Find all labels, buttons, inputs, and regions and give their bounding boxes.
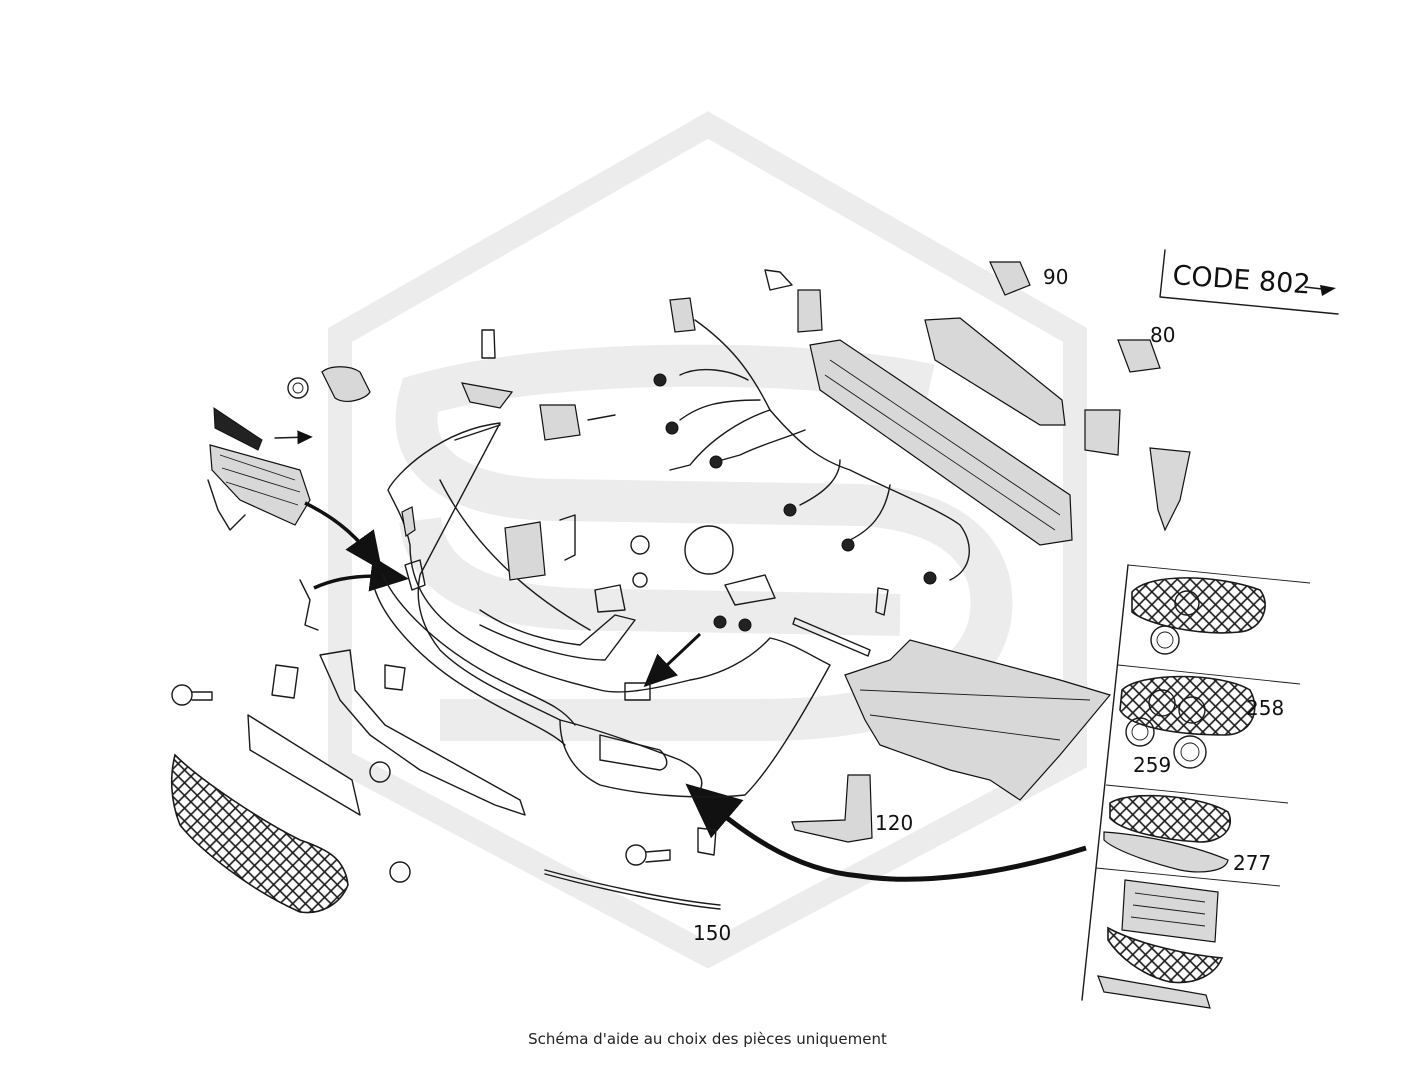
option-panel bbox=[1081, 564, 1311, 1009]
left-bracket-group bbox=[207, 329, 514, 531]
misc-hardware bbox=[171, 269, 889, 883]
lower-grille bbox=[170, 753, 349, 914]
callout-258: 258 bbox=[1246, 696, 1284, 720]
pointer-arrows bbox=[304, 501, 1087, 882]
front-bumper bbox=[374, 422, 831, 798]
wiring-harness bbox=[653, 297, 970, 585]
callout-120: 120 bbox=[875, 811, 913, 835]
callout-labels: 90 80 120 150 258 259 277 bbox=[693, 265, 1284, 945]
callout-259: 259 bbox=[1133, 753, 1171, 777]
code-802-box: CODE 802 bbox=[1159, 249, 1339, 315]
diagram-caption: Schéma d'aide au choix des pièces unique… bbox=[528, 1030, 887, 1048]
watermark-logo bbox=[328, 111, 1087, 969]
callout-90: 90 bbox=[1043, 265, 1068, 289]
callout-150: 150 bbox=[693, 921, 731, 945]
code-802-label: CODE 802 bbox=[1172, 260, 1312, 301]
callout-277: 277 bbox=[1233, 851, 1271, 875]
reinforcement-bar bbox=[791, 261, 1191, 843]
callout-80: 80 bbox=[1150, 323, 1175, 347]
trim-parts bbox=[247, 649, 721, 910]
